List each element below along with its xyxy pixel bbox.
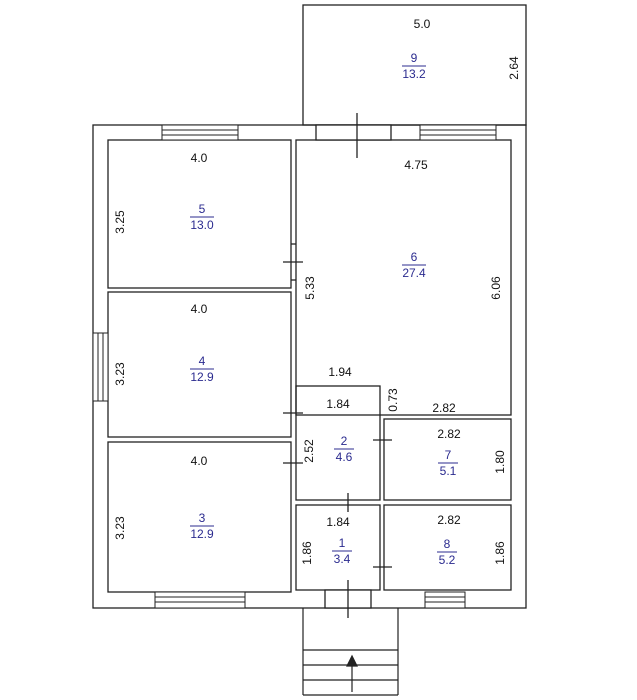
room-2-area: 4.6 [336,450,353,464]
outer-wall-outline [92,124,527,609]
room-2-height: 2.52 [302,439,316,463]
room-4-number: 4 [199,354,206,368]
room-5-area: 13.0 [190,218,214,232]
room-3-width: 4.0 [191,454,208,468]
entrance-stairs [302,608,399,696]
window-top-left [161,124,239,141]
room-9-number: 9 [411,51,418,65]
room-6-height: 6.06 [489,276,503,300]
room-6-outline [295,139,512,416]
room-7-area: 5.1 [440,464,457,478]
room-3-number: 3 [199,511,206,525]
room-5-height: 3.25 [113,210,127,234]
door-terrace-opening [315,124,392,141]
entry-arrow-head [346,654,358,667]
room-5-number: 5 [199,202,206,216]
window-top-right [419,124,497,141]
room-8-width: 2.82 [437,513,461,527]
room-6-inner-height: 5.33 [303,276,317,300]
terrace-outline [302,4,527,126]
room-5-width: 4.0 [191,151,208,165]
room-7-width: 2.82 [437,427,461,441]
outer-walls [92,4,527,609]
room-7-height: 1.80 [493,450,507,474]
room-8-area: 5.2 [439,553,456,567]
room-1-number: 1 [339,536,346,550]
corridor-length: 2.82 [432,401,456,415]
room-4-area: 12.9 [190,370,214,384]
room-3-height: 3.23 [113,516,127,540]
corridor-width: 1.94 [328,365,352,379]
room-2-width: 1.84 [326,397,350,411]
room-9-width: 5.0 [414,17,431,31]
room-9-height: 2.64 [507,56,521,80]
room-4-width: 4.0 [191,302,208,316]
room-8-number: 8 [444,537,451,551]
doors [283,113,392,618]
window-left [92,332,109,402]
window-bottom-right [424,591,466,609]
room-1-width: 1.84 [326,515,350,529]
room-2-number: 2 [341,434,348,448]
windows [92,124,497,609]
room-7-outline [383,418,512,501]
room-7-number: 7 [445,448,452,462]
room-4-height: 3.23 [113,362,127,386]
room-6-area: 27.4 [402,266,426,280]
room-1-area: 3.4 [334,552,351,566]
room-6-number: 6 [411,250,418,264]
room-3-area: 12.9 [190,527,214,541]
window-bottom-left [154,591,246,609]
room-9-area: 13.2 [402,67,426,81]
room-6-width: 4.75 [404,158,428,172]
room-2-outline [295,385,381,501]
room-8-height: 1.86 [493,541,507,565]
room-8-outline [383,504,512,591]
room-1-height: 1.86 [300,541,314,565]
corridor-depth: 0.73 [386,388,400,412]
